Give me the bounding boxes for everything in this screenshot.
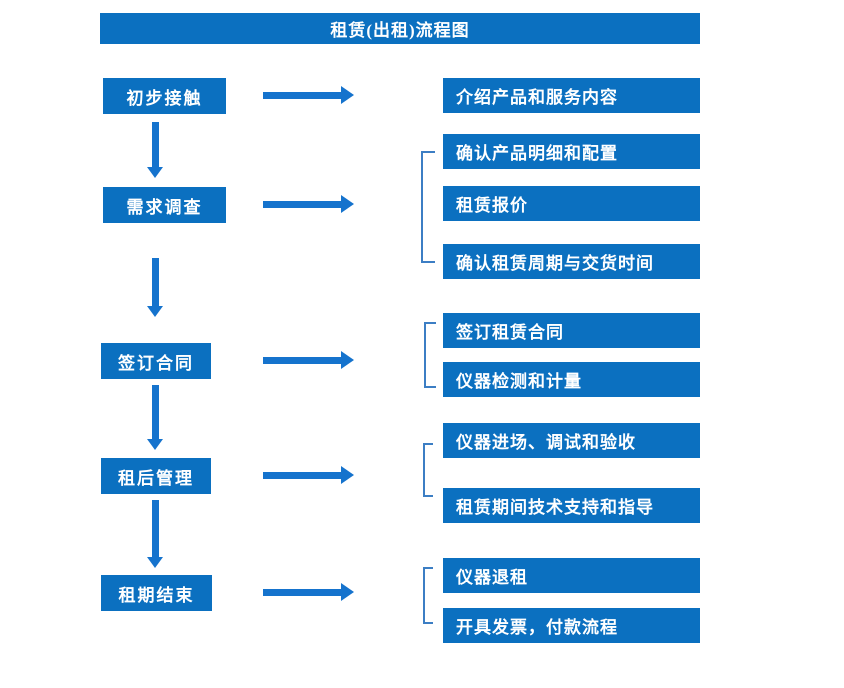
bracket-connector (423, 567, 433, 624)
down-arrow-icon (147, 500, 163, 568)
stage-box-demand-survey: 需求调查 (103, 187, 226, 223)
bracket-connector (423, 443, 433, 497)
output-box-instrument-return: 仪器退租 (443, 558, 700, 593)
output-box-sign-rental-contract: 签订租赁合同 (443, 313, 700, 348)
flowchart-title: 租赁(出租)流程图 (100, 13, 700, 44)
output-box-rental-quote: 租赁报价 (443, 186, 700, 221)
output-box-instrument-testing: 仪器检测和计量 (443, 362, 700, 397)
down-arrow-icon (147, 258, 163, 317)
right-arrow-icon (263, 466, 354, 484)
output-box-confirm-product-details: 确认产品明细和配置 (443, 134, 700, 169)
stage-box-initial-contact: 初步接触 (103, 78, 226, 114)
stage-box-lease-end: 租期结束 (101, 575, 212, 611)
output-box-invoice-payment: 开具发票，付款流程 (443, 608, 700, 643)
right-arrow-icon (263, 86, 354, 104)
down-arrow-icon (147, 385, 163, 450)
right-arrow-icon (263, 195, 354, 213)
bracket-connector (421, 151, 435, 263)
right-arrow-icon (263, 351, 354, 369)
output-box-rental-support: 租赁期间技术支持和指导 (443, 488, 700, 523)
stage-box-sign-contract: 签订合同 (101, 343, 211, 379)
right-arrow-icon (263, 583, 354, 601)
output-box-confirm-rental-period: 确认租赁周期与交货时间 (443, 244, 700, 279)
stage-box-post-rental-management: 租后管理 (101, 458, 211, 494)
bracket-connector (424, 322, 436, 388)
output-box-introduce-products: 介绍产品和服务内容 (443, 78, 700, 113)
output-box-instrument-entry: 仪器进场、调试和验收 (443, 423, 700, 458)
down-arrow-icon (147, 122, 163, 178)
